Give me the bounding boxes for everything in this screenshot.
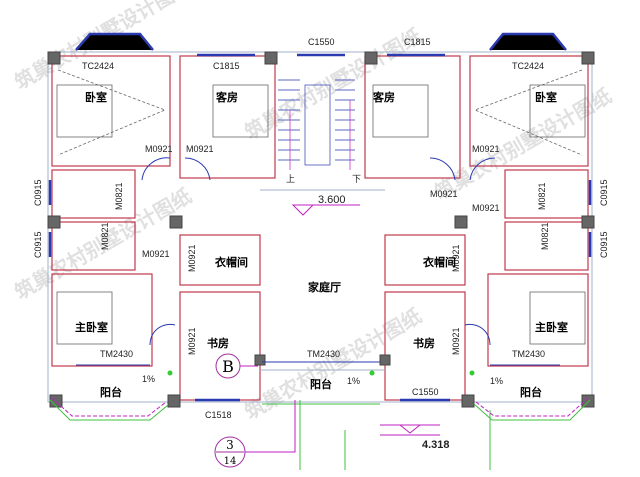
window-label: C0915 [33, 179, 43, 206]
window-label: TC2424 [512, 61, 544, 71]
door-label: M0821 [114, 182, 124, 210]
axis-bubble: B [215, 353, 258, 379]
drain-icon [369, 370, 375, 376]
room-balcony-center: 阳台 [310, 377, 332, 391]
doors [141, 157, 496, 346]
room-closet-left: 衣帽间 [215, 255, 248, 269]
window-label: TC2424 [82, 61, 114, 71]
room-guest-left: 客房 [215, 90, 238, 104]
door-label: M0921 [430, 189, 458, 199]
door-label: M0821 [537, 182, 547, 210]
room-guest-right: 客房 [372, 90, 395, 104]
window-label: C0915 [599, 179, 609, 206]
window-label: C1815 [404, 37, 431, 47]
door-label: M0921 [451, 244, 461, 272]
door-label: M0921 [451, 327, 461, 355]
window-label: C1518 [205, 410, 232, 420]
staircase [278, 79, 355, 170]
svg-text:3: 3 [226, 438, 234, 452]
stair-up-label: 上 [286, 174, 295, 184]
walls [47, 51, 593, 403]
lower-elevation: 4.318 [422, 439, 450, 451]
door-label: M0921 [472, 144, 500, 154]
door-label: M0921 [187, 244, 197, 272]
door-label: TM2430 [512, 349, 545, 359]
room-study-right: 书房 [413, 336, 435, 350]
stair-down-label: 下 [352, 174, 361, 184]
drain-icon [469, 370, 475, 376]
room-bedroom-right: 卧室 [535, 90, 557, 104]
door-label: TM2430 [307, 349, 340, 359]
furniture [56, 69, 586, 345]
door-label: M0921 [186, 144, 214, 154]
room-master-left: 主卧室 [75, 320, 108, 334]
window-label: C1550 [412, 387, 439, 397]
drain-icon [167, 370, 173, 376]
room-study-left: 书房 [207, 336, 229, 350]
door-label: M0921 [472, 203, 500, 213]
window-label: C1815 [213, 61, 240, 71]
svg-text:14: 14 [224, 456, 237, 467]
slope-label: 1% [347, 376, 360, 386]
room-closet-right: 衣帽间 [423, 255, 456, 269]
door-label: M0821 [100, 222, 110, 250]
door-label: M0821 [540, 222, 550, 250]
window-label: C1550 [308, 37, 335, 47]
door-label: M0921 [187, 327, 197, 355]
door-label: M0921 [145, 144, 173, 154]
balcony-outline [49, 397, 591, 470]
window-label: C0915 [33, 231, 43, 258]
svg-text:B: B [222, 357, 234, 376]
detail-reference: 3 14 [214, 400, 296, 468]
room-master-right: 主卧室 [535, 320, 568, 334]
room-bedroom-left: 卧室 [85, 90, 107, 104]
svg-text:筑巢农村别墅设计图纸: 筑巢农村别墅设计图纸 [241, 304, 426, 425]
windows [48, 32, 592, 402]
floor-elevation: 3.600 [318, 194, 346, 206]
slope-label: 1% [142, 374, 155, 384]
door-label: M0921 [142, 249, 170, 259]
room-balcony-right: 阳台 [520, 385, 542, 399]
window-label: C0915 [599, 231, 609, 258]
door-label: TM2430 [100, 349, 133, 359]
columns [47, 51, 595, 408]
room-family-hall: 家庭厅 [308, 280, 341, 294]
slope-label: 1% [490, 376, 503, 386]
room-balcony-left: 阳台 [100, 385, 122, 399]
elevation-marker [291, 204, 360, 216]
